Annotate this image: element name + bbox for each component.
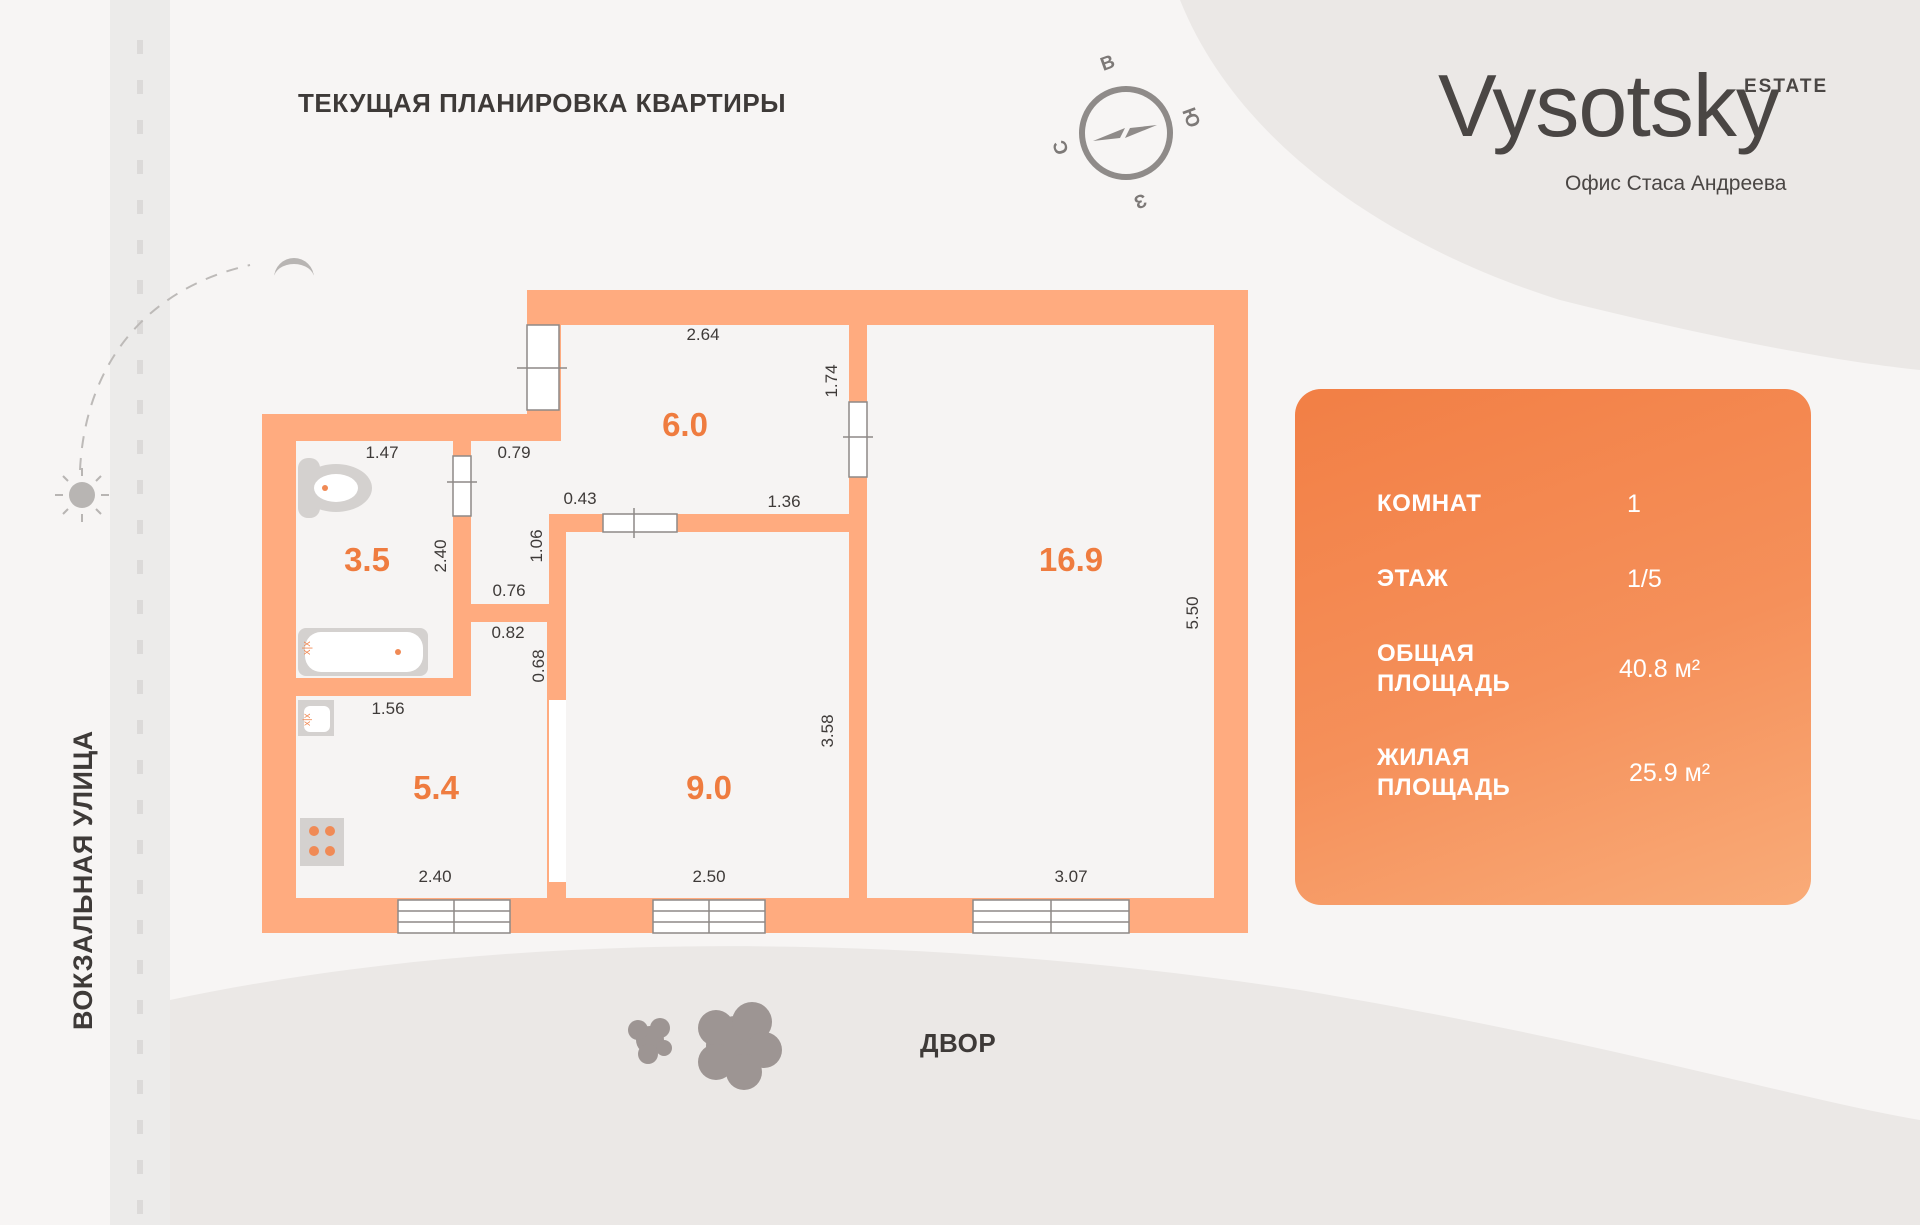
dim-room-big-height: 5.50 [1183, 596, 1202, 630]
floor-plan: x|x x|x [262, 290, 1248, 934]
wall-corridor-bottom [471, 604, 547, 622]
dim-corridor-top: 0.79 [497, 443, 531, 462]
wall-hall-bottom [549, 514, 849, 532]
dim-kitchen-pass: 0.82 [491, 623, 525, 642]
info-floor-label: ЭТАЖ [1377, 565, 1449, 592]
dim-corridor-bottom: 0.76 [492, 581, 526, 600]
background-curve-top [1180, 0, 1920, 370]
dim-hall-width: 2.64 [686, 325, 720, 344]
dim-kitchen-bottom: 2.40 [418, 867, 452, 886]
compass-icon [1079, 86, 1173, 180]
toilet-icon [298, 458, 372, 518]
info-rooms-value: 1 [1627, 490, 1641, 518]
dim-room-small-height: 3.58 [818, 714, 837, 748]
room-small-floor [566, 532, 849, 898]
office-name: Офис Стаса Андреева [1565, 172, 1787, 195]
area-kitchen: 5.4 [413, 769, 459, 806]
door-bathroom [447, 455, 477, 517]
page-title: ТЕКУЩАЯ ПЛАНИРОВКА КВАРТИРЫ [298, 88, 787, 118]
info-total-value: 40.8 м² [1619, 655, 1701, 683]
info-rooms-label: КОМНАТ [1377, 490, 1482, 517]
wall-small-left [549, 514, 566, 700]
area-hall: 6.0 [662, 406, 708, 443]
street-label: ВОКЗАЛЬНАЯ УЛИЦА [68, 730, 98, 1030]
dim-kitchen-pass-height: 0.68 [529, 649, 548, 683]
logo-subtitle: ESTATE [1744, 76, 1829, 97]
area-room-small: 9.0 [686, 769, 732, 806]
yard-label: ДВОР [920, 1028, 997, 1058]
dim-corridor-door: 0.43 [563, 489, 597, 508]
wall-small-left-bottom [549, 882, 566, 898]
moon-icon [274, 258, 314, 278]
room-big-floor [867, 325, 1214, 898]
door-room-big [843, 401, 873, 478]
dim-room-small-bottom: 2.50 [692, 867, 726, 886]
window-room-small [652, 899, 766, 934]
info-living-label-2: ПЛОЩАДЬ [1377, 774, 1511, 801]
sun-icon [55, 468, 109, 522]
dim-corridor-height: 1.06 [527, 529, 546, 563]
svg-text:x|x: x|x [301, 641, 313, 655]
info-total-label-1: ОБЩАЯ [1377, 640, 1475, 667]
info-card: КОМНАТ 1 ЭТАЖ 1/5 ОБЩАЯ ПЛОЩАДЬ 40.8 м² … [1295, 389, 1811, 905]
kitchen-pass-floor [471, 622, 547, 702]
area-room-big: 16.9 [1038, 541, 1104, 578]
window-kitchen [397, 899, 511, 934]
door-room-small [602, 508, 678, 538]
info-living-label-1: ЖИЛАЯ [1377, 744, 1470, 771]
dim-hall-bottom: 1.36 [767, 492, 801, 511]
info-total-label-2: ПЛОЩАДЬ [1377, 670, 1511, 697]
area-bathroom: 3.5 [344, 541, 390, 578]
window-room-big [972, 899, 1130, 934]
info-living-value: 25.9 м² [1629, 759, 1711, 787]
stove-icon [300, 818, 344, 866]
sun-path [79, 264, 251, 471]
dim-bath-width: 1.47 [365, 443, 399, 462]
bathtub-icon: x|x [298, 628, 428, 676]
background-curve-bottom [170, 946, 1920, 1225]
dim-hall-side: 1.74 [822, 364, 841, 398]
dim-room-big-bottom: 3.07 [1054, 867, 1088, 886]
corridor-floor-2 [471, 441, 849, 514]
dim-kitchen-top: 1.56 [371, 699, 405, 718]
logo-wordmark: Vysotsky [1438, 56, 1780, 155]
info-floor-value: 1/5 [1627, 565, 1662, 593]
svg-text:x|x: x|x [302, 713, 313, 726]
dim-bath-height: 2.40 [431, 539, 450, 573]
sink-icon: x|x [298, 700, 334, 736]
tree-small-icon [628, 1018, 672, 1064]
window-hall [517, 324, 567, 411]
opening-kitchen [549, 700, 566, 882]
tree-large-icon [698, 1002, 782, 1090]
